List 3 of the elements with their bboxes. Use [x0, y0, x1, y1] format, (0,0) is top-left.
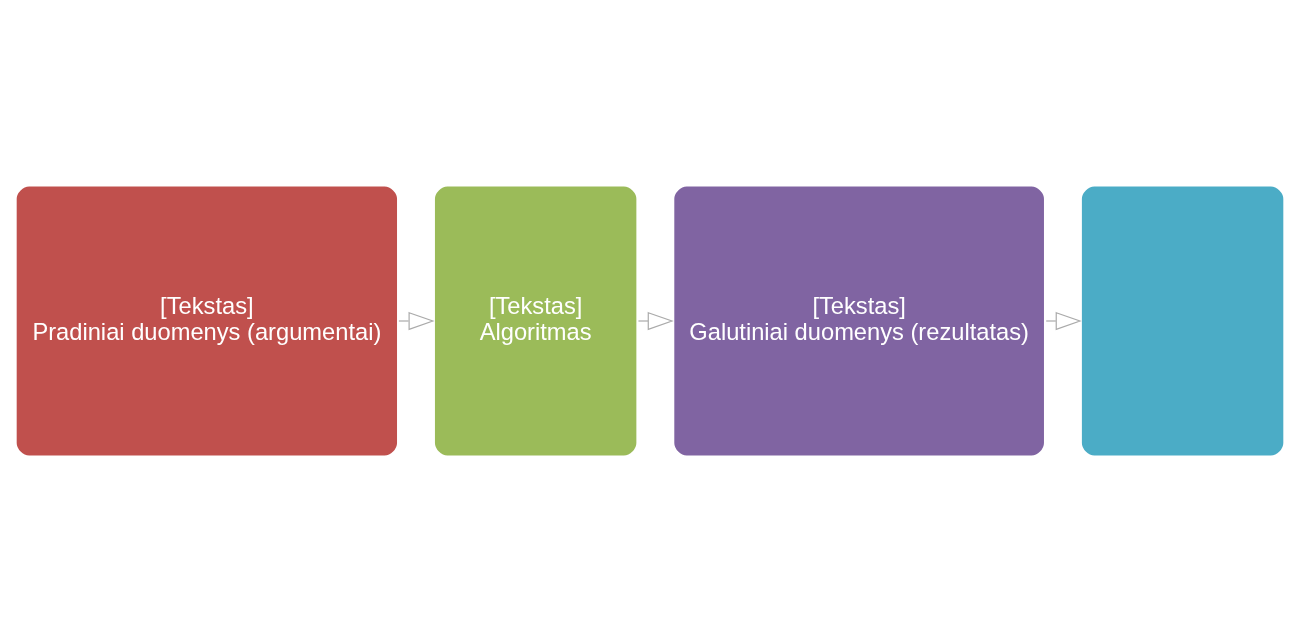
arrow [637, 311, 674, 330]
arrow [398, 311, 435, 330]
arrow [1045, 311, 1082, 330]
